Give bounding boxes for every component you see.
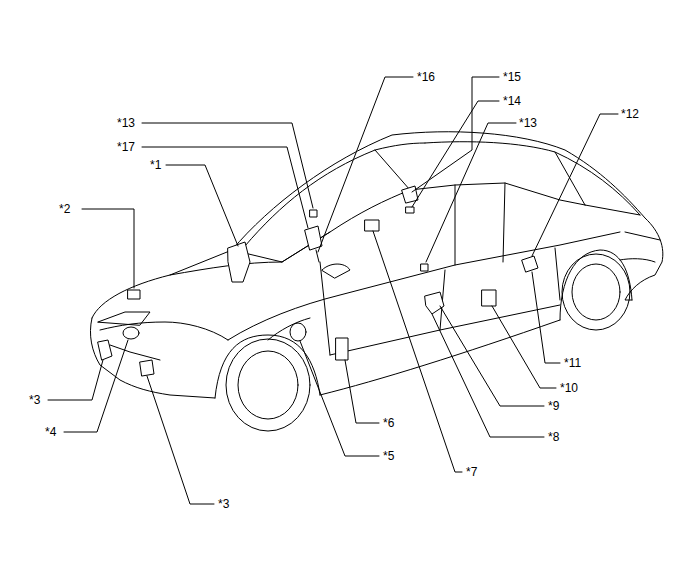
callout-number: *10 (559, 381, 579, 395)
callout-number: *3 (217, 497, 230, 511)
callout-number: *17 (116, 140, 136, 154)
callout-number: *16 (416, 70, 436, 84)
callout-number: *8 (547, 430, 560, 444)
callout-number: *7 (465, 465, 478, 479)
callout-number: *11 (563, 356, 582, 370)
callout-number: *14 (502, 94, 522, 108)
callout-number: *2 (58, 202, 71, 216)
callout-number: *5 (382, 449, 395, 463)
callout-number: *1 (149, 158, 162, 172)
callout-number: *4 (44, 425, 57, 439)
callout-number: *15 (502, 70, 522, 84)
callout-number: *13 (518, 116, 538, 130)
callout-number: *9 (547, 399, 560, 413)
callout-number: *3 (28, 393, 41, 407)
callout-number: *13 (116, 116, 136, 130)
callout-number: *12 (620, 107, 640, 121)
callout-number: *6 (382, 416, 395, 430)
